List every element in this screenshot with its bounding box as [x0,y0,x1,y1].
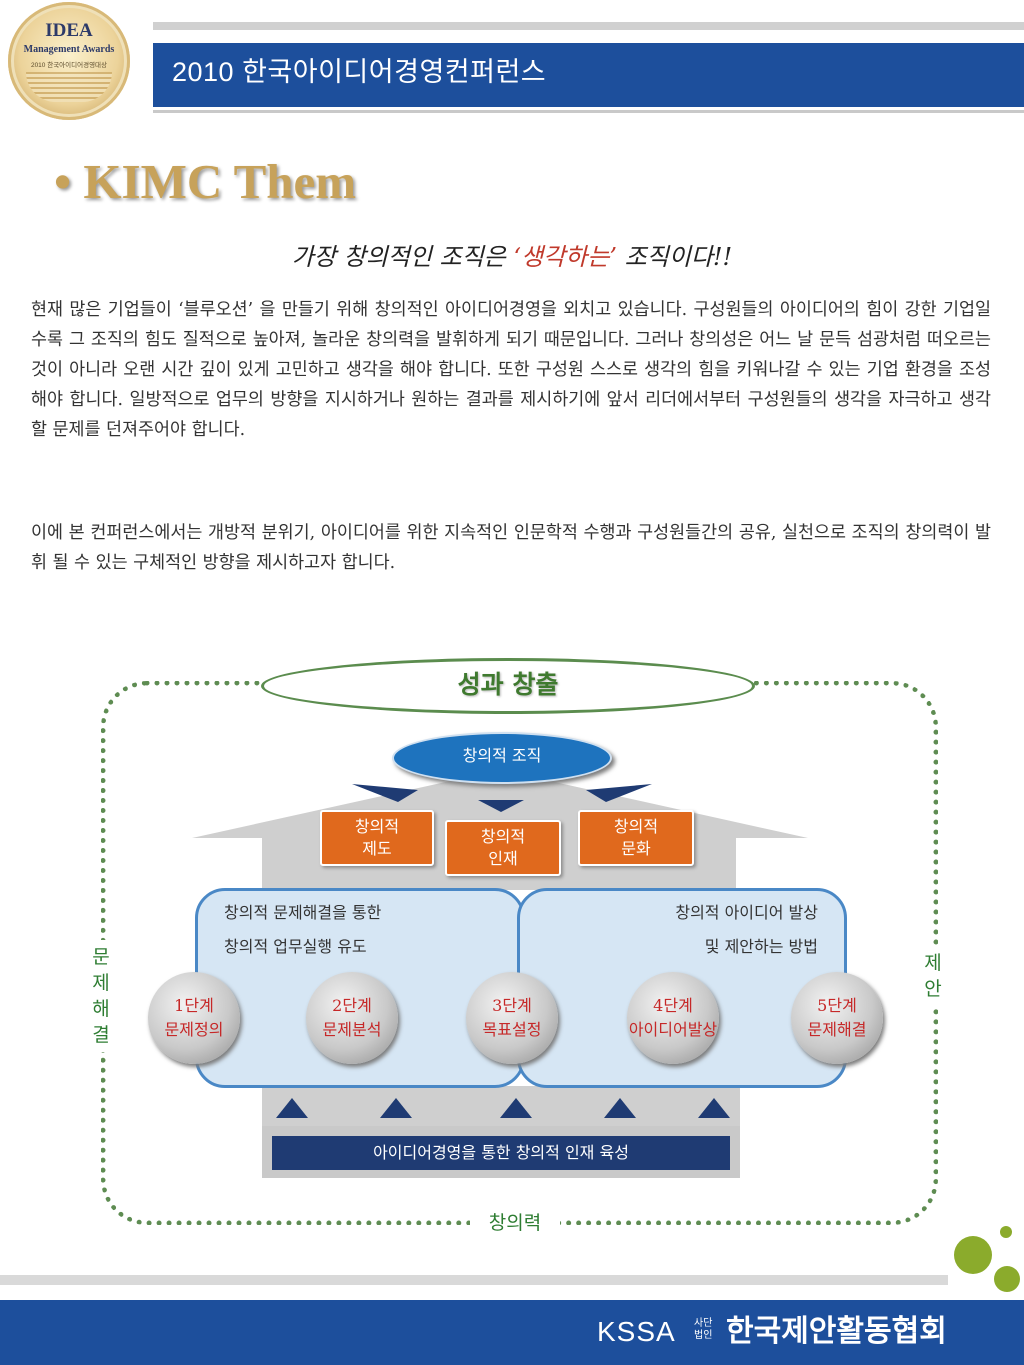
side-label-problem-solving: 문 제 해 결 [88,940,114,1052]
title-text: KIMC Them [83,154,357,209]
pillar-line2: 제도 [362,839,392,858]
footer-bar [0,1300,1024,1365]
title-bullet: • [54,154,72,209]
footer-org-name: 한국제안활동협회 [726,1315,947,1348]
stage-name: 문제분석 [322,1020,382,1039]
side-char: 안 [924,978,942,1000]
decor-dot-small [1000,1226,1012,1238]
side-char: 문 [92,946,110,968]
down-triangle-right [586,784,652,802]
stage-step: 2단계 [332,996,372,1015]
stage-name: 문제정의 [164,1020,224,1039]
suggestion-description: 창의적 아이디어 발상 및 제안하는 방법 [560,896,818,964]
footer-small-label: 사단법인 [694,1318,713,1341]
up-triangle-2 [380,1098,412,1118]
side-char: 제 [92,972,110,994]
panel-line: 및 제안하는 방법 [704,937,818,956]
down-triangle-left [352,784,418,802]
badge-subtitle: Management Awards [23,44,115,55]
pillar-line2: 인재 [488,849,518,868]
problem-solving-description: 창의적 문제해결을 통한 창의적 업무실행 유도 [224,896,381,964]
footer-brand-logo: KSSA [597,1316,676,1347]
award-badge-logo: IDEA Management Awards 2010 한국아이디어경영대상 [8,2,130,120]
stage-step: 5단계 [817,996,857,1015]
result-label: 성과 창출 [457,670,559,699]
footer-divider [0,1275,948,1285]
side-char: 제 [924,952,942,974]
organization-ellipse [392,732,612,784]
stage-step: 3단계 [492,996,532,1015]
decor-dot-large [954,1236,992,1274]
pillar-line1: 창의적 [354,817,400,836]
stage-name: 문제해결 [807,1020,867,1039]
stage-name: 목표설정 [482,1020,542,1039]
intro-paragraph: 현재 많은 기업들이 ‘블루오션’ 을 만들기 위해 창의적인 아이디어경영을 … [31,300,991,440]
side-label-suggestion: 제 안 [920,946,946,1006]
organization-label: 창의적 조직 [462,746,542,765]
result-ellipse [261,658,755,714]
badge-title: IDEA [45,20,93,41]
side-char: 결 [92,1024,110,1046]
up-triangle-1 [276,1098,308,1118]
arrow-body [262,1086,740,1128]
down-triangle-center [478,800,524,812]
panel-line: 창의적 아이디어 발상 [675,903,818,922]
header-top-stripe [153,22,1024,30]
up-triangle-4 [604,1098,636,1118]
up-triangle-3 [500,1098,532,1118]
creativity-label: 창의력 [470,1208,560,1238]
header-title: 2010 한국아이디어경영컨퍼런스 [172,57,547,87]
page-subtitle: 가장 창의적인 조직은 ‘생각하는’ 조직이다!! [0,240,1024,274]
conference-paragraph: 이에 본 컨퍼런스에서는 개방적 분위기, 아이디어를 위한 지속적인 인문학적… [31,523,991,573]
header-bar [153,43,1024,107]
stage-name: 아이디어발상 [628,1020,718,1039]
badge-caption: 2010 한국아이디어경영대상 [30,62,108,69]
panel-line: 창의적 문제해결을 통한 [224,903,382,922]
badge-wave-emblem [26,72,112,102]
pillar-line2: 문화 [621,839,651,858]
decor-dot-medium [994,1266,1020,1292]
subtitle-after: 조직이다!! [616,243,733,271]
subtitle-highlight: ‘생각하는’ [513,243,617,271]
page-title: • KIMC Them [54,152,356,212]
subtitle-before: 가장 창의적인 조직은 [291,243,514,271]
header-divider [153,110,1024,113]
panel-line: 창의적 업무실행 유도 [224,937,367,956]
stage-step: 1단계 [174,996,214,1015]
side-char: 해 [92,998,110,1020]
stage-step: 4단계 [653,996,693,1015]
foundation-label: 아이디어경영을 통한 창의적 인재 육성 [272,1136,730,1170]
pillar-line1: 창의적 [480,827,526,846]
up-triangle-5 [698,1098,730,1118]
pillar-line1: 창의적 [613,817,659,836]
